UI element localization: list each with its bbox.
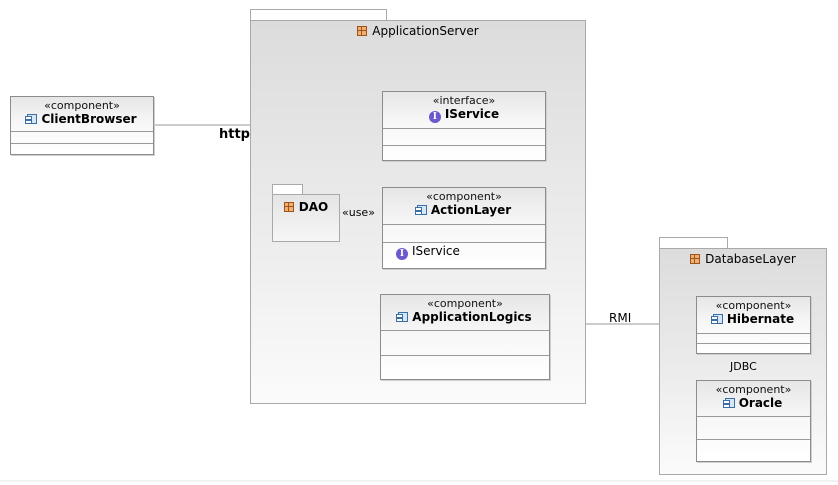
package-name: DAO: [298, 200, 329, 214]
component-name-text: ActionLayer: [430, 203, 512, 217]
http-label: http: [219, 127, 250, 142]
compartment-divider: [11, 131, 153, 132]
use-label: «use»: [342, 206, 375, 219]
compartment-divider: [381, 330, 549, 331]
component-header: «component» ClientBrowser: [11, 97, 153, 127]
package-icon: [690, 254, 701, 264]
compartment-divider: [697, 439, 810, 440]
compartment-divider: [383, 242, 545, 243]
application-server-title: ApplicationServer: [251, 24, 585, 38]
package-name: ApplicationServer: [372, 24, 479, 38]
compartment-divider: [383, 128, 545, 129]
component-name-text: Hibernate: [726, 312, 795, 326]
stereotype-label: «component»: [426, 190, 502, 203]
component-name-text: ApplicationLogics: [412, 310, 532, 324]
action-layer-component[interactable]: «component» ActionLayer I IService: [382, 187, 546, 269]
component-name-text: ClientBrowser: [41, 112, 137, 126]
component-icon: [722, 398, 735, 408]
compartment-divider: [697, 333, 810, 334]
component-header: «component» ActionLayer: [383, 188, 545, 218]
provided-interface-row[interactable]: I IService: [396, 244, 460, 260]
interface-name-text: IService: [444, 107, 500, 121]
provided-interface-label: IService: [412, 244, 460, 258]
stereotype-label: «component»: [715, 299, 792, 312]
component-name: ClientBrowser: [11, 112, 153, 127]
client-browser-component[interactable]: «component» ClientBrowser: [10, 96, 154, 155]
stereotype-label: «interface»: [432, 94, 496, 107]
database-layer-title: DatabaseLayer: [660, 252, 826, 266]
component-name: ActionLayer: [383, 203, 545, 218]
compartment-divider: [381, 355, 549, 356]
stereotype-label: «component»: [715, 383, 792, 396]
package-icon: [357, 26, 368, 36]
dao-package[interactable]: DAO: [272, 194, 340, 242]
compartment-divider: [383, 145, 545, 146]
stereotype-label: «component»: [44, 99, 120, 112]
package-icon: [283, 202, 294, 212]
dao-package-tab: [272, 184, 303, 195]
component-icon: [414, 205, 427, 215]
component-name: Hibernate: [697, 312, 810, 327]
interface-icon: I: [396, 248, 408, 260]
package-name: DatabaseLayer: [705, 252, 796, 266]
dao-title: DAO: [273, 200, 339, 214]
component-name-text: Oracle: [738, 396, 783, 410]
component-name: ApplicationLogics: [381, 310, 549, 325]
stereotype-label: «component»: [427, 297, 503, 310]
component-header: «component» Hibernate: [697, 297, 810, 327]
component-name: Oracle: [697, 396, 810, 411]
component-icon: [710, 314, 723, 324]
database-layer-package-tab: [659, 237, 728, 249]
rmi-label: RMI: [609, 311, 632, 325]
component-header: «component» Oracle: [697, 381, 810, 411]
jdbc-label: JDBC: [730, 360, 757, 373]
interface-icon: I: [428, 111, 441, 123]
hibernate-component[interactable]: «component» Hibernate: [696, 296, 811, 354]
oracle-component[interactable]: «component» Oracle: [696, 380, 811, 462]
component-header: «component» ApplicationLogics: [381, 295, 549, 325]
component-icon: [25, 114, 38, 124]
application-server-package-tab: [250, 9, 387, 21]
compartment-divider: [697, 343, 810, 344]
application-logics-component[interactable]: «component» ApplicationLogics: [380, 294, 550, 380]
component-icon: [396, 312, 409, 322]
compartment-divider: [383, 224, 545, 225]
compartment-divider: [11, 143, 153, 144]
compartment-divider: [697, 416, 810, 417]
